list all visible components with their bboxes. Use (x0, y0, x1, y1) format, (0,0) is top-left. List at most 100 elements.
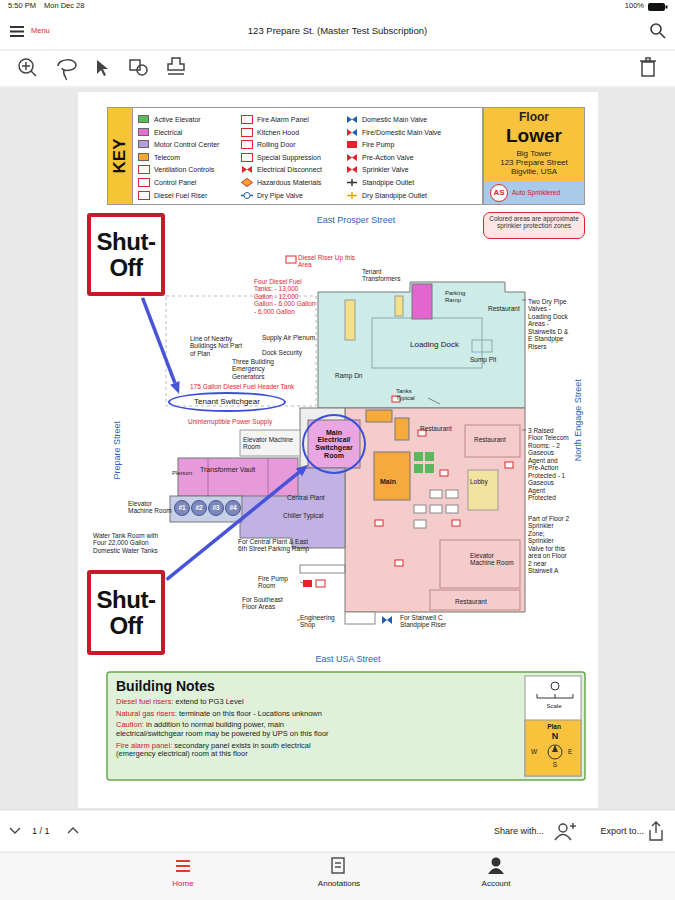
symbol-box (139, 166, 150, 174)
room-label: Ramp Dn (335, 372, 365, 379)
document-page (78, 92, 598, 808)
legend-symbol (346, 140, 358, 149)
node-text: Bigville, USA (484, 167, 584, 176)
arrow-head (296, 465, 308, 476)
room-label: Plenum (172, 470, 198, 477)
document-title: 123 Prepare St. (Master Test Subscriptio… (150, 26, 525, 37)
node-title: Floor (484, 111, 584, 125)
legend-text: Sprinkler Valve (362, 164, 409, 175)
legend-text: Motor Control Center (154, 139, 219, 150)
map-label: 175 Gallon Diesel Fuel Header Tank (190, 383, 312, 390)
map-label: Two Dry Pipe Valves - Loading Dock Areas… (528, 298, 570, 350)
legend-swatch (138, 140, 149, 148)
node-title: KEY (109, 108, 131, 204)
battery-icon (666, 6, 668, 9)
symbol-circle (244, 192, 250, 198)
callout-number: #1 (174, 504, 190, 511)
page-counter: 1 / 1 (32, 826, 62, 836)
cursor-icon (97, 60, 108, 76)
map-label: Dock Security (262, 349, 312, 356)
legend-row: Control Panel (138, 177, 180, 188)
map-label: Diesel Riser Up this Area (298, 254, 360, 269)
legend-row: Ventilation Controls (138, 164, 198, 175)
map-label: 3 Raised Floor Telecom Rooms: - 2 Gaseou… (528, 427, 570, 502)
room-label: Sump Pit (470, 356, 500, 363)
map-label: Tenant Transformers (362, 268, 417, 283)
legend-symbol (241, 153, 253, 162)
legend-row: Rolling Door (241, 139, 280, 150)
compass-letter: N (549, 731, 561, 741)
search-icon (651, 24, 665, 38)
legend-symbol (138, 191, 150, 200)
legend-text: Hazardous Materials (257, 177, 321, 188)
node-text: 123 Prepare Street (484, 158, 584, 167)
legend-text: Kitchen Hood (257, 127, 299, 138)
shutoff-callout: Shut- Off (87, 570, 165, 655)
legend-row: Motor Control Center (138, 139, 203, 150)
symbol-valve (347, 116, 357, 123)
legend-swatch (138, 115, 149, 123)
symbol-disconnect (242, 166, 252, 173)
arrow-shaft (143, 298, 175, 383)
legend-text: Fire/Domestic Main Valve (362, 127, 441, 138)
room-label: Fire Pump Room (258, 575, 298, 590)
node-title: Building Notes (116, 678, 516, 694)
tab-label: Home (160, 879, 206, 888)
note-box: Colored areas are approximate sprinkler … (483, 212, 585, 239)
legend-text: Ventilation Controls (154, 164, 214, 175)
map-label: Supply Air Plenum (262, 334, 324, 341)
legend-text: Standpipe Outlet (362, 177, 414, 188)
symbol-valve (347, 166, 357, 173)
divider (0, 87, 675, 88)
note-term: Natural gas risers: (116, 709, 177, 718)
street-name: Prepare Street (112, 410, 122, 490)
symbol-box (242, 128, 253, 136)
legend-symbol (241, 178, 253, 187)
map-label: Part of Floor 2 Sprinkler Zone; Sprinkle… (528, 515, 570, 575)
node-title: Shut- Off (93, 587, 159, 637)
node-title: AS (490, 184, 508, 202)
note-term: Diesel fuel risers: (116, 697, 174, 706)
compass-letter: E (568, 748, 578, 755)
room-label: Elevator Machine Room (470, 552, 515, 567)
room-label: Main (380, 478, 408, 486)
plan-label: Plan (533, 723, 575, 730)
tab-label: Annotations (304, 879, 374, 888)
legend-row: Dry Pipe Valve (241, 190, 287, 201)
status-time: 5:50 PM (8, 2, 48, 11)
callout-number: #4 (225, 504, 241, 511)
symbol-box (242, 141, 253, 149)
node-text: Caution: in addition to normal building … (116, 721, 331, 738)
notes-ground (107, 672, 585, 780)
legend-symbol (346, 165, 358, 174)
sprinkler-badge: ASAuto Sprinklered (484, 182, 584, 204)
account-icon (488, 858, 504, 875)
floor-plan (166, 256, 526, 624)
street-name: North Engage Street (573, 370, 583, 470)
symbol-valve (347, 129, 352, 136)
divider (0, 50, 675, 51)
room-label: Loading Dock (410, 340, 470, 349)
note-term: Fire alarm panel: (116, 741, 172, 750)
notes-panel: Building NotesDiesel fuel risers: extend… (107, 672, 525, 780)
legend-symbol (346, 178, 358, 187)
symbol-valve (352, 129, 357, 136)
room-label: Restaurant (488, 305, 524, 312)
battery-level: 100% (596, 2, 644, 11)
legend-swatch (138, 128, 149, 136)
menu-label: Menu (31, 27, 71, 36)
map-label: For Stairwell C Standpipe Riser (400, 614, 462, 629)
legend-text: Fire Alarm Panel (257, 114, 309, 125)
legend-row: Electrical Disconnect (241, 164, 306, 175)
legend-symbol (346, 153, 358, 162)
compass-box (525, 676, 581, 776)
symbol-box (139, 191, 150, 199)
legend-text: Active Elevator (154, 114, 201, 125)
symbol-hazard (242, 179, 253, 187)
annotations-icon (332, 858, 344, 873)
map-label: Three Building Emergency Generators (232, 358, 296, 380)
symbol-outlet (347, 192, 357, 199)
node-title: Colored areas are approximate sprinkler … (487, 215, 581, 230)
room-label: Elevator Machine Room (243, 436, 298, 451)
